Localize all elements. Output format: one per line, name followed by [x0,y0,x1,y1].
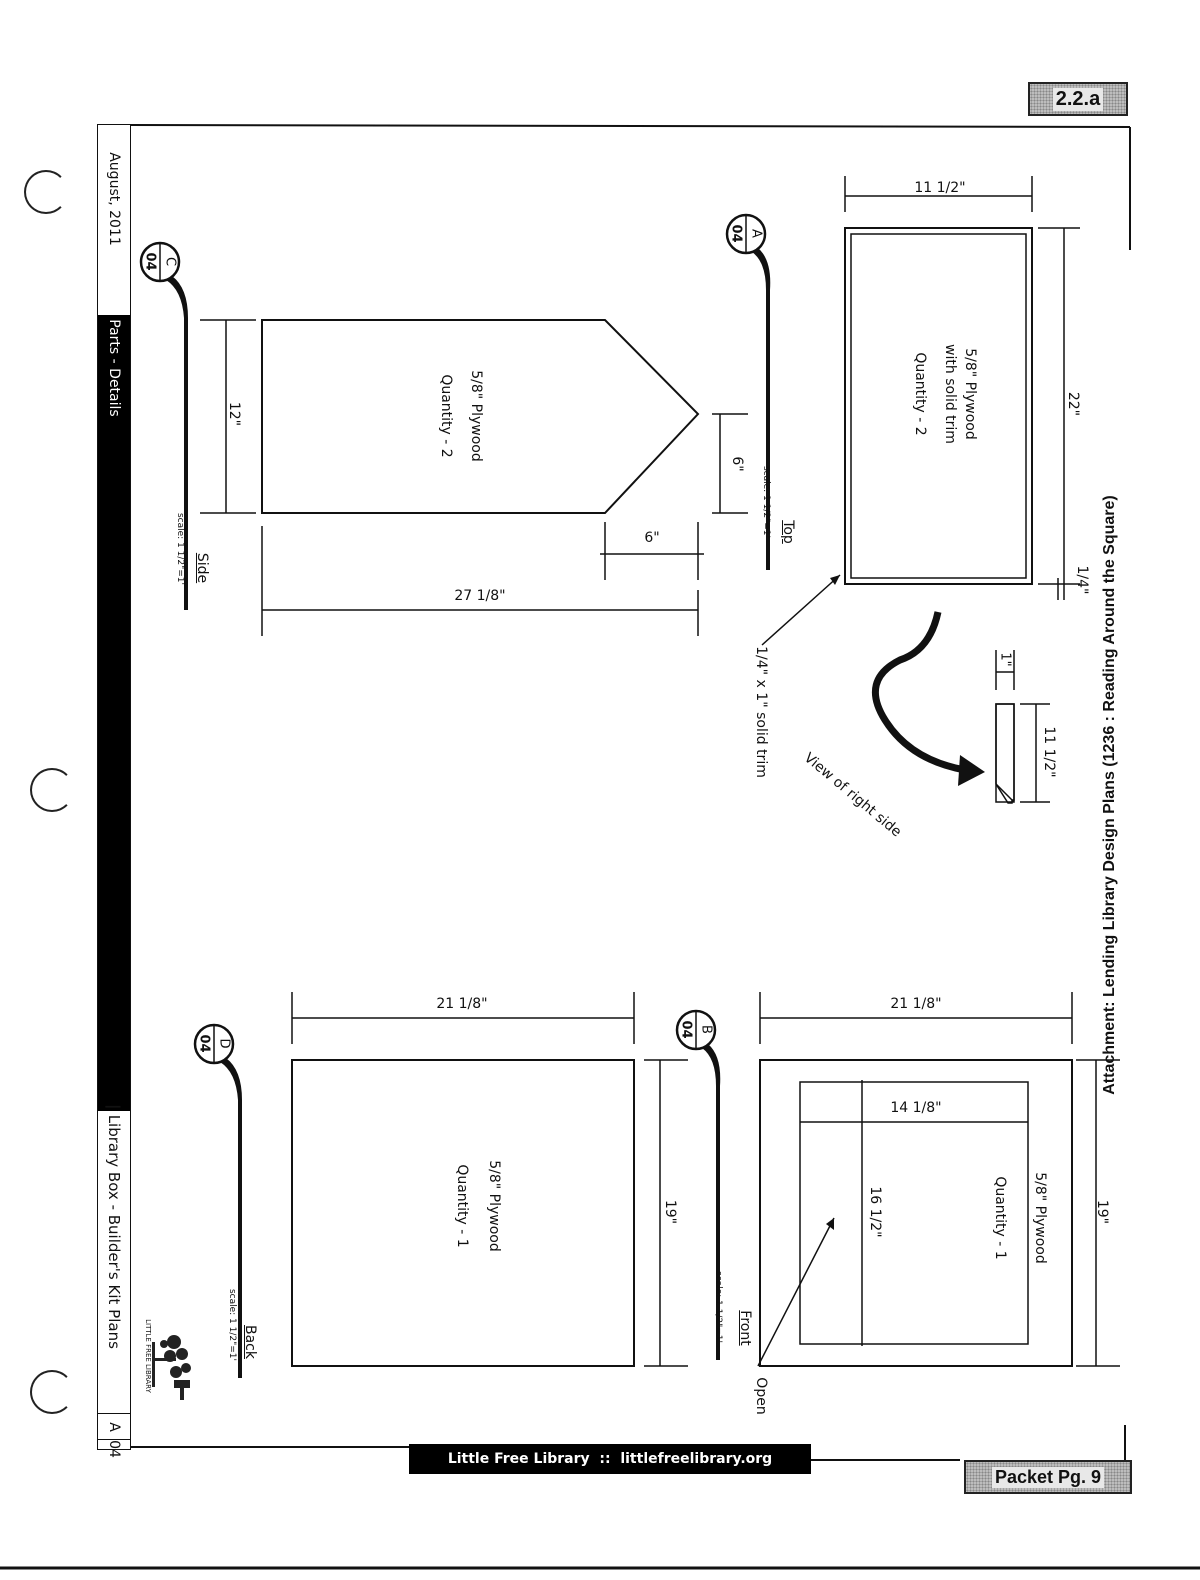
part-front-drawing [757,992,1120,1367]
part-side-drawing [200,319,748,636]
front-quantity: Quantity - 1 [992,1176,1008,1260]
packet-page-badge: Packet Pg. 9 [964,1460,1132,1494]
side-peak-h-dim: 6" [644,530,660,546]
part-back-drawing [291,992,688,1367]
title-block: August, 2011 Parts - Details | Library B… [97,124,131,1458]
binder-hole-bottom [30,1370,74,1414]
attachment-label: Attachment: Lending Library Design Plans… [1101,495,1118,1095]
front-material: 5/8" Plywood [1032,1172,1048,1264]
front-opening-width-dim: 14 1/8" [890,1100,942,1116]
curved-arrow [871,611,966,774]
tag-a-number: 04 [728,224,744,243]
side-width-dim: 12" [226,401,242,427]
back-panel-outline [291,1059,635,1367]
trim-piece [995,703,1015,803]
little-free-library-logo: LITTLE FREE LIBRARY [134,1319,194,1402]
title-main-band [98,425,130,1229]
side-quantity: Quantity - 2 [438,374,454,458]
binder-hole-top [24,170,68,214]
side-peak-v-dim: 6" [729,456,745,472]
part-top-drawing [761,176,1080,646]
part-trim-drawing [871,611,1050,804]
trim-width-dim: 11 1/2" [1041,726,1057,778]
front-panel-outline [759,1059,1073,1367]
back-view-label: Back [242,1325,258,1359]
tag-b-number: 04 [678,1020,694,1039]
view-tag-d [193,1023,242,1378]
top-quantity: Quantity - 2 [912,352,928,436]
binder-hole-middle [30,768,74,812]
front-view-label: Front [737,1310,753,1346]
tag-c-number: 04 [142,252,158,271]
tag-d-letter: D [216,1038,232,1049]
tree-logo-icon [152,1335,191,1400]
top-material-2: with solid trim [942,344,958,444]
back-material: 5/8" Plywood [486,1160,502,1252]
page-ref-badge: 2.2.a [1028,82,1128,116]
footer-bar: Little Free Library :: littlefreelibrary… [409,1444,811,1474]
tag-d-number: 04 [196,1034,212,1053]
tag-a-letter: A [748,229,764,238]
view-tag-b [675,1009,721,1360]
trim-height-dim: 1" [997,652,1013,667]
side-length-dim: 27 1/8" [454,588,506,604]
frame-top-line [129,124,1131,128]
side-scale: scale: 1 1/2"=1' [175,512,185,586]
side-material: 5/8" Plywood [468,370,484,462]
title-section-band: Parts - Details [98,315,130,425]
footer-text: Little Free Library :: littlefreelibrary… [447,1451,773,1467]
trim-label: 1/4" x 1" solid trim [753,646,769,778]
back-height-dim: 19" [662,1199,678,1225]
front-open-label: Open [753,1377,769,1415]
front-opening-height-dim: 16 1/2" [867,1186,883,1238]
top-view-label: Top [780,520,796,544]
top-width-dim: 11 1/2" [914,180,966,196]
front-height-dim: 19" [1094,1199,1110,1225]
top-panel-inner [850,233,1027,579]
title-main-white [98,1111,130,1411]
front-opening-outline [799,1081,1029,1345]
top-length-dim: 22" [1065,391,1081,417]
back-width-dim: 21 1/8" [436,996,488,1012]
curved-arrow-head [958,755,985,786]
top-trim-dim: 1/4" [1074,565,1090,595]
title-sheet-divider-2 [98,1439,130,1440]
front-scale: scale: 1 1/2"=1' [713,1270,723,1344]
top-scale: scale: 1 1/2"=1' [761,465,771,539]
title-sheet-divider [98,1413,130,1414]
side-view-label: Side [194,552,210,584]
top-panel-outline [844,227,1033,585]
view-tag-c [139,241,188,610]
view-tag-a [725,213,771,570]
back-scale: scale: 1 1/2"=1' [227,1288,237,1362]
front-width-dim: 21 1/8" [890,996,942,1012]
top-material: 5/8" Plywood [962,348,978,440]
tag-c-letter: C [162,256,178,267]
tag-b-letter: B [698,1025,714,1034]
side-panel-outline [261,319,700,514]
back-quantity: Quantity - 1 [454,1164,470,1248]
